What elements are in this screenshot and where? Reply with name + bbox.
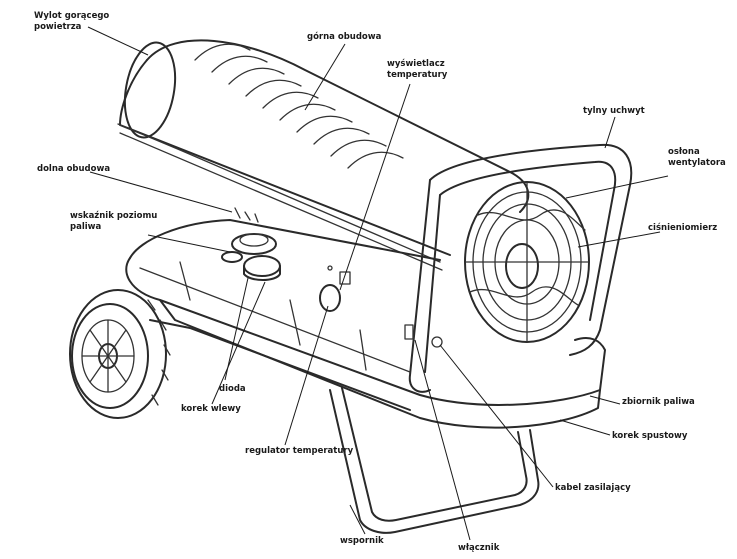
wheel-shape <box>69 289 411 419</box>
label-power-cable: kabel zasilający <box>555 483 631 493</box>
lower-housing-shape <box>125 207 606 429</box>
upper-housing-shape <box>117 39 530 271</box>
label-support: wspornik <box>340 536 384 546</box>
label-temp-display: wyświetlacz temperatury <box>387 59 448 80</box>
label-drain-plug: korek spustowy <box>612 431 688 441</box>
label-hot-air-outlet: Wylot gorącego powietrza <box>34 11 110 32</box>
label-fuel-tank: zbiornik paliwa <box>622 397 695 407</box>
upper-housing-vents <box>194 43 404 169</box>
label-upper-housing: górna obudowa <box>307 32 382 42</box>
label-rear-handle: tylny uchwyt <box>583 106 645 116</box>
label-temp-regulator: regulator temperatury <box>245 446 354 456</box>
label-diode: dioda <box>219 384 246 394</box>
rear-frame-shape <box>408 143 633 393</box>
leader-lines <box>87 26 669 541</box>
label-pressure-gauge: ciśnieniomierz <box>648 223 718 233</box>
label-fan-guard: osłona wentylatora <box>668 147 726 168</box>
fan-guard-shape <box>464 181 590 343</box>
support-stand-shape <box>329 387 540 534</box>
label-fuel-level: wskaźnik poziomu paliwa <box>70 211 158 232</box>
label-filler-cap: korek wlewy <box>181 404 241 414</box>
label-lower-housing: dolna obudowa <box>37 164 111 174</box>
label-switch: włącznik <box>458 543 500 553</box>
